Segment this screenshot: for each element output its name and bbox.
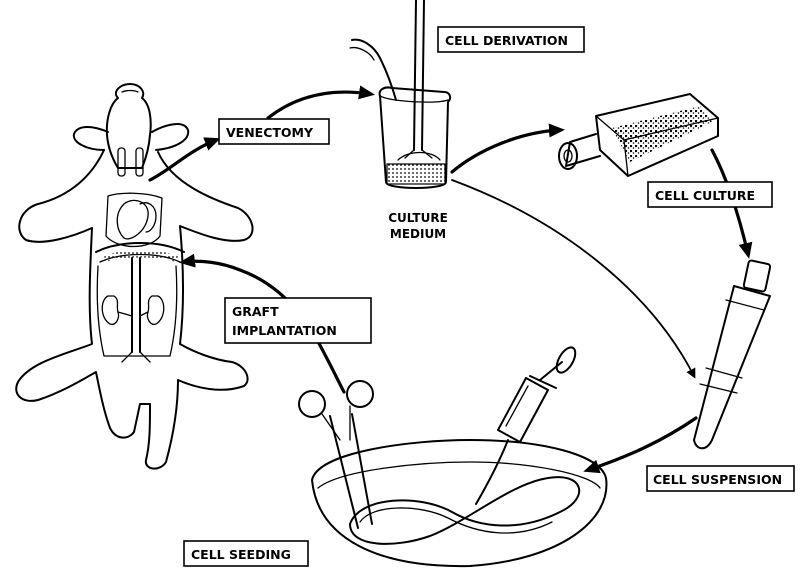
arrow-beaker-to-tube (452, 180, 694, 376)
label-graft-implantation: GRAFT IMPLANTATION (225, 298, 371, 343)
dish-illustration (299, 344, 606, 566)
graft-implantation-line1: GRAFT (232, 304, 279, 319)
cell-derivation-text: CELL DERIVATION (445, 33, 568, 48)
label-cell-seeding: CELL SEEDING (184, 541, 308, 566)
arrow-tube-to-dish (588, 418, 696, 470)
arrow-beaker-to-flask (452, 130, 560, 172)
culture-medium-line2: MEDIUM (390, 227, 446, 241)
dog-illustration (16, 84, 252, 469)
graft-implantation-line2: IMPLANTATION (232, 323, 337, 338)
centrifuge-tube-illustration (694, 260, 771, 448)
arrow-venectomy-to-beaker (268, 92, 370, 118)
process-arrows (150, 92, 748, 470)
label-cell-suspension: CELL SUSPENSION (647, 466, 794, 491)
label-cell-culture: CELL CULTURE (648, 182, 772, 207)
arrow-dog-to-venectomy (150, 140, 216, 180)
venectomy-text: VENECTOMY (226, 125, 314, 140)
label-venectomy: VENECTOMY (219, 119, 329, 144)
culture-flask-illustration (559, 94, 718, 176)
culture-medium-line1: CULTURE (388, 211, 448, 225)
cell-seeding-text: CELL SEEDING (191, 547, 291, 562)
label-culture-medium: CULTURE MEDIUM (388, 211, 448, 241)
cell-suspension-text: CELL SUSPENSION (653, 472, 782, 487)
cell-culture-text: CELL CULTURE (655, 188, 755, 203)
label-cell-derivation: CELL DERIVATION (438, 27, 584, 52)
